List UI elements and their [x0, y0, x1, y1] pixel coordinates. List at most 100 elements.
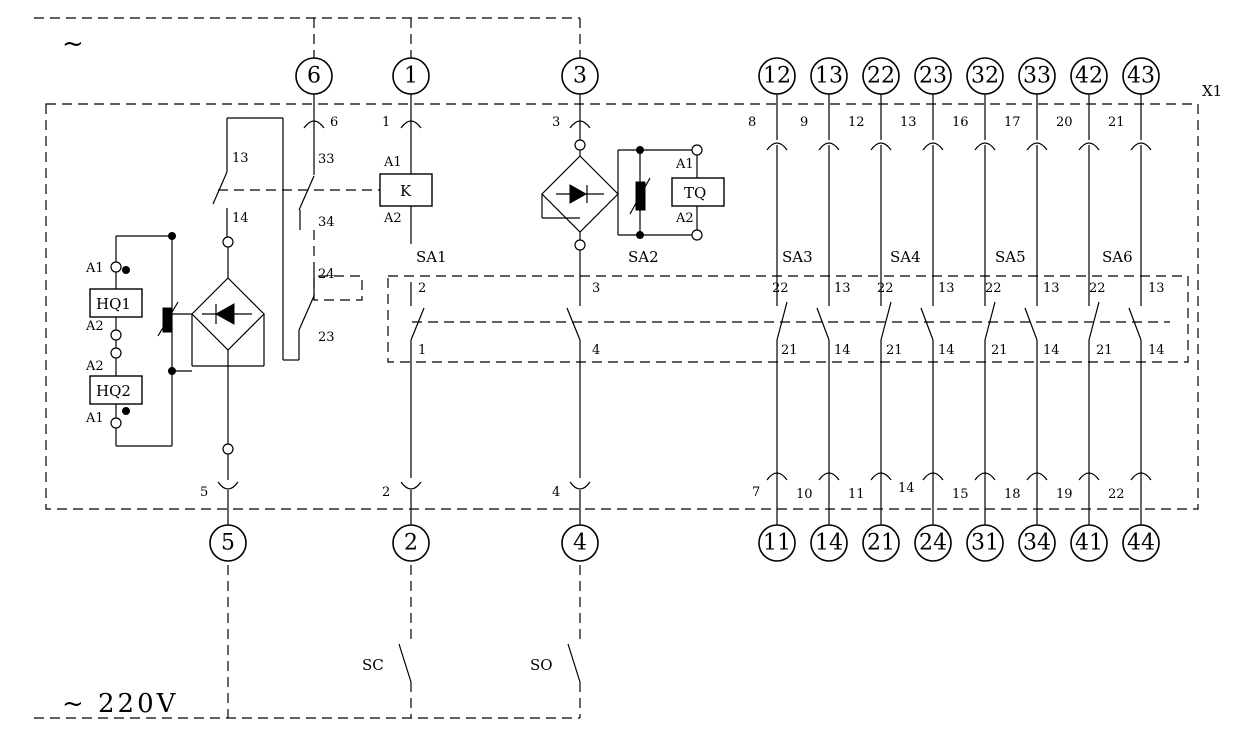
pin-33: 33 [318, 152, 335, 167]
tq-rectifier: 3 A1 TQ A2 [541, 115, 725, 306]
aux-contacts: SA3 SA4 SA5 SA6 8 9 12 13 16 17 20 21 7 … [748, 94, 1165, 525]
pin-13-k: 13 [232, 151, 249, 166]
tq-label: TQ [684, 184, 706, 202]
sa1-pin-bot: 1 [418, 343, 426, 358]
sa2-pin-top: 3 [592, 281, 600, 296]
hq-rectifier: 5 [116, 232, 265, 525]
sa5-pin-21: 21 [991, 343, 1008, 358]
sa6-pin-14: 14 [1148, 343, 1165, 358]
hq1-a1: A1 [85, 261, 104, 276]
pin-9: 9 [800, 115, 808, 130]
pin-2: 2 [382, 485, 390, 500]
pin-21-top: 21 [1108, 115, 1125, 130]
pin-16: 16 [952, 115, 969, 130]
pin-15: 15 [952, 487, 969, 502]
supply-symbol-top: ~ [62, 29, 84, 59]
k-contacts: 6 33 34 24 23 13 14 [212, 115, 380, 361]
sa6-pin-21: 21 [1096, 343, 1113, 358]
terminal-bottom-34-label: 34 [1023, 531, 1051, 556]
pin-14-bottom: 14 [898, 481, 915, 496]
sa4-pin-22: 22 [877, 281, 894, 296]
pin-14-k: 14 [232, 211, 249, 226]
pin-19: 19 [1056, 487, 1073, 502]
terminal-top-32-label: 32 [971, 64, 999, 89]
sa2-label: SA2 [628, 248, 659, 266]
aux-contact-nc [776, 301, 788, 341]
pin-3: 3 [552, 115, 560, 130]
so-label: SO [530, 656, 553, 674]
sa4-pin-13: 13 [938, 281, 955, 296]
hq2-label: HQ2 [96, 382, 131, 400]
aux-plug-top [1026, 142, 1048, 151]
terminal-bottom-24-label: 24 [919, 531, 947, 556]
terminal-bottom-11-label: 11 [763, 531, 791, 556]
supply-symbol-bottom: ~ [62, 689, 84, 719]
terminal-bottom-31-label: 31 [971, 531, 999, 556]
pin-4: 4 [552, 485, 560, 500]
pin-23: 23 [318, 330, 335, 345]
pin-24: 24 [318, 267, 335, 282]
aux-contact-no [1024, 307, 1038, 341]
frame-label-x1: X1 [1202, 82, 1222, 100]
sa4-pin-21: 21 [886, 343, 903, 358]
terminal-top-33-label: 33 [1023, 64, 1051, 89]
supply-lines: ~ ~ 220V SC SO [34, 17, 581, 719]
sa6-pin-22: 22 [1089, 281, 1106, 296]
hq1-label: HQ1 [96, 295, 131, 313]
aux-contact-no [816, 307, 830, 341]
sc-switch: SC [362, 643, 412, 683]
pin-7: 7 [752, 485, 760, 500]
k-coil: 1 A1 K A2 [379, 115, 433, 244]
pin-17: 17 [1004, 115, 1021, 130]
aux-plug-top [818, 142, 840, 151]
so-switch: SO [530, 643, 581, 683]
aux-plug-top [922, 142, 944, 151]
pin-10: 10 [796, 487, 813, 502]
terminal-top-13-label: 13 [815, 64, 843, 89]
terminal-top-43-label: 43 [1127, 64, 1155, 89]
aux-contact-nc [1088, 301, 1100, 341]
supply-voltage: 220V [98, 689, 178, 719]
terminal-bottom-44-label: 44 [1127, 531, 1155, 556]
top-terminals: 6 1 3 12 13 22 23 32 33 42 43 [295, 57, 1160, 120]
aux-plug-top [766, 142, 788, 151]
hq1-a2: A2 [85, 319, 104, 334]
terminal-bottom-4-label: 4 [573, 531, 587, 556]
terminal-top-3-label: 3 [573, 64, 587, 89]
terminal-bottom-14-label: 14 [815, 531, 843, 556]
terminal-top-6 [295, 57, 333, 95]
tq-a2: A2 [675, 211, 694, 226]
hq-coils: A1 HQ1 A2 A2 HQ2 A1 [85, 236, 143, 446]
sa6-label: SA6 [1102, 248, 1133, 266]
pin-11: 11 [848, 487, 865, 502]
sa2-pin-bot: 4 [592, 343, 600, 358]
terminal-bottom-2-label: 2 [404, 531, 418, 556]
aux-plug-top [870, 142, 892, 151]
hq2-a2: A2 [85, 359, 104, 374]
terminal-bottom-5-label: 5 [221, 531, 235, 556]
aux-contact-nc [984, 301, 996, 341]
tq-a1: A1 [675, 157, 694, 172]
sa3-label: SA3 [782, 248, 813, 266]
sa5-pin-22: 22 [985, 281, 1002, 296]
sa1-pin-top: 2 [418, 281, 426, 296]
sa3-pin-21: 21 [781, 343, 798, 358]
pin-34: 34 [318, 215, 335, 230]
pin-13-top: 13 [900, 115, 917, 130]
k-label: K [400, 182, 412, 200]
pin-5: 5 [200, 485, 208, 500]
k-a2: A2 [383, 211, 402, 226]
aux-contact-no [1128, 307, 1142, 341]
terminal-top-3 [561, 57, 599, 95]
terminal-top-22-label: 22 [867, 64, 895, 89]
aux-plug-top [1130, 142, 1152, 151]
terminal-top-23-label: 23 [919, 64, 947, 89]
sa-linkage [387, 275, 1189, 363]
sa3-pin-22: 22 [772, 281, 789, 296]
terminal-top-1-label: 1 [404, 64, 418, 89]
sa2-switch: SA2 3 4 4 [552, 248, 659, 525]
terminal-top-6-label: 6 [307, 64, 321, 89]
aux-plug-top [1078, 142, 1100, 151]
pin-8: 8 [748, 115, 756, 130]
